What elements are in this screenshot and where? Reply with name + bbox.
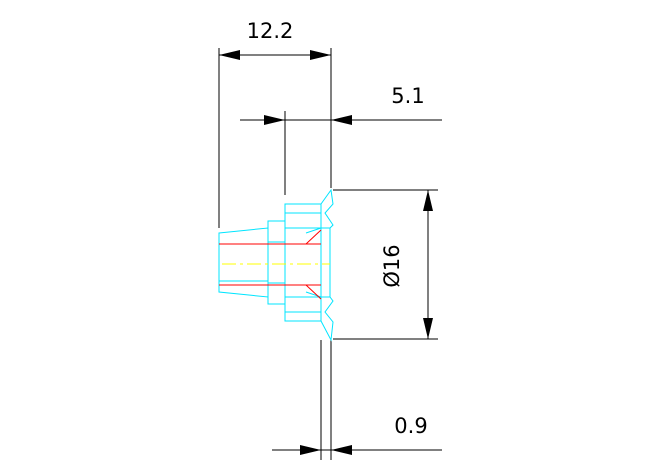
collar xyxy=(267,220,286,305)
dimension-text-diameter: Ø16 xyxy=(380,244,404,287)
dimension-text-rim-thickness: 0.9 xyxy=(394,414,427,438)
dimension-overall-length: 12.2 xyxy=(218,19,332,228)
arrowhead-right xyxy=(310,50,331,60)
bore-chamfer-bottom xyxy=(305,284,322,300)
dimension-rim-thickness: 0.9 xyxy=(272,340,442,460)
dimension-text-overall-length: 12.2 xyxy=(247,19,294,43)
arrowhead-bottom xyxy=(423,318,433,339)
chamfer-top xyxy=(305,227,322,234)
bore xyxy=(219,229,322,300)
part-outline xyxy=(218,188,334,342)
cone-edge-bottom xyxy=(320,296,334,342)
arrowhead-top xyxy=(423,190,433,211)
arrowhead-right xyxy=(331,115,352,125)
flange-body xyxy=(284,203,322,322)
dimension-text-flange-width: 5.1 xyxy=(391,84,424,108)
bore-chamfer-top xyxy=(305,229,322,245)
dimension-flange-width: 5.1 xyxy=(240,84,442,195)
dimension-diameter: Ø16 xyxy=(333,189,438,340)
arrowhead-left xyxy=(264,115,285,125)
cone-edge-top xyxy=(320,188,334,229)
arrowhead-left xyxy=(219,50,240,60)
arrowhead-right xyxy=(331,445,352,455)
shank-body xyxy=(218,227,269,298)
arrowhead-left xyxy=(300,445,321,455)
